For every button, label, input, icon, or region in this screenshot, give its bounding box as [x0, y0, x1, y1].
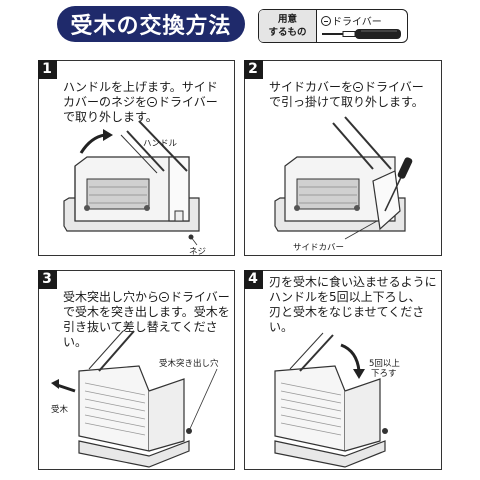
required-tools-box: 用意 するもの ドライバー: [258, 9, 408, 43]
paper-cutter-illustration-1: [63, 120, 200, 246]
paper-cutter-illustration-4: [274, 332, 388, 468]
step-text-2: サイドカバーをドライバー で引っ掛けて取り外します。: [269, 65, 439, 110]
step-panel-1: 1 ハンドルを上げます。サイド カバーのネジをドライバー で取り外します。 ハン…: [37, 59, 235, 257]
step-text-1-tail: で取り外します。: [63, 110, 158, 124]
side-cover-label: サイドカバー: [293, 243, 345, 253]
page-title: 受木の交換方法: [57, 6, 245, 42]
tools-label-line2: するもの: [268, 27, 307, 38]
step-text-3: 受木突出し穴からドライバー で受木を突き出します。受木を 引き抜いて差し替えてく…: [63, 275, 235, 350]
step-text-3-tool: ドライバー: [170, 290, 230, 304]
step-panel-3: 3 受木突出し穴からドライバー で受木を突き出します。受木を 引き抜いて差し替え…: [37, 269, 235, 470]
minus-screwdriver-icon: [321, 16, 331, 26]
step-text-1: ハンドルを上げます。サイド カバーのネジをドライバー で取り外します。: [63, 65, 233, 125]
step-text-1-tool: ドライバー: [158, 95, 218, 109]
step-text-2-tool: ドライバー: [364, 80, 424, 94]
screwdriver-icon: [322, 29, 401, 39]
step-text-2-main: サイドカバーを: [269, 80, 354, 94]
step-number-4: 4: [243, 269, 263, 289]
ukegi-hole-label: 受木突き出し穴: [159, 359, 219, 369]
minus-screwdriver-icon: [353, 82, 364, 92]
required-tools-label: 用意 するもの: [259, 10, 317, 42]
paper-cutter-illustration-3: [51, 330, 218, 468]
step-number-1: 1: [37, 59, 57, 79]
tool-name: ドライバー: [321, 13, 382, 28]
step-number-2: 2: [243, 59, 263, 79]
step-text-3-main: 受木突出し穴から: [63, 290, 160, 304]
step-number-3: 3: [37, 269, 57, 289]
minus-screwdriver-icon: [159, 292, 170, 302]
step-text-2-tail: で引っ掛けて取り外します。: [269, 95, 424, 109]
handle-label: ハンドル: [143, 139, 178, 149]
tool-name-text: ドライバー: [332, 17, 382, 28]
step-panel-4: 4 刃を受木に食い込ませるように ハンドルを5回以上下ろし、 刃と受木をなじませ…: [243, 269, 442, 470]
ukegi-label: 受木: [51, 405, 69, 415]
step-panel-2: 2 サイドカバーをドライバー で引っ掛けて取り外します。 サイドカバー: [243, 59, 442, 256]
five-times-label-line2: 下ろす: [371, 369, 397, 379]
five-times-label-line1: 5回以上: [369, 359, 400, 369]
step-text-3-tail: で受木を突き出します。受木を 引き抜いて差し替えてください。: [63, 305, 230, 349]
screw-label: ネジ: [189, 247, 207, 257]
minus-screwdriver-icon: [147, 97, 158, 107]
step-text-4: 刃を受木に食い込ませるように ハンドルを5回以上下ろし、 刃と受木をなじませてく…: [269, 275, 437, 334]
tools-label-line1: 用意: [277, 14, 297, 25]
paper-cutter-illustration-2: [274, 116, 413, 240]
step-text-1-main: ハンドルを上げます。サイド カバーのネジを: [63, 80, 218, 109]
